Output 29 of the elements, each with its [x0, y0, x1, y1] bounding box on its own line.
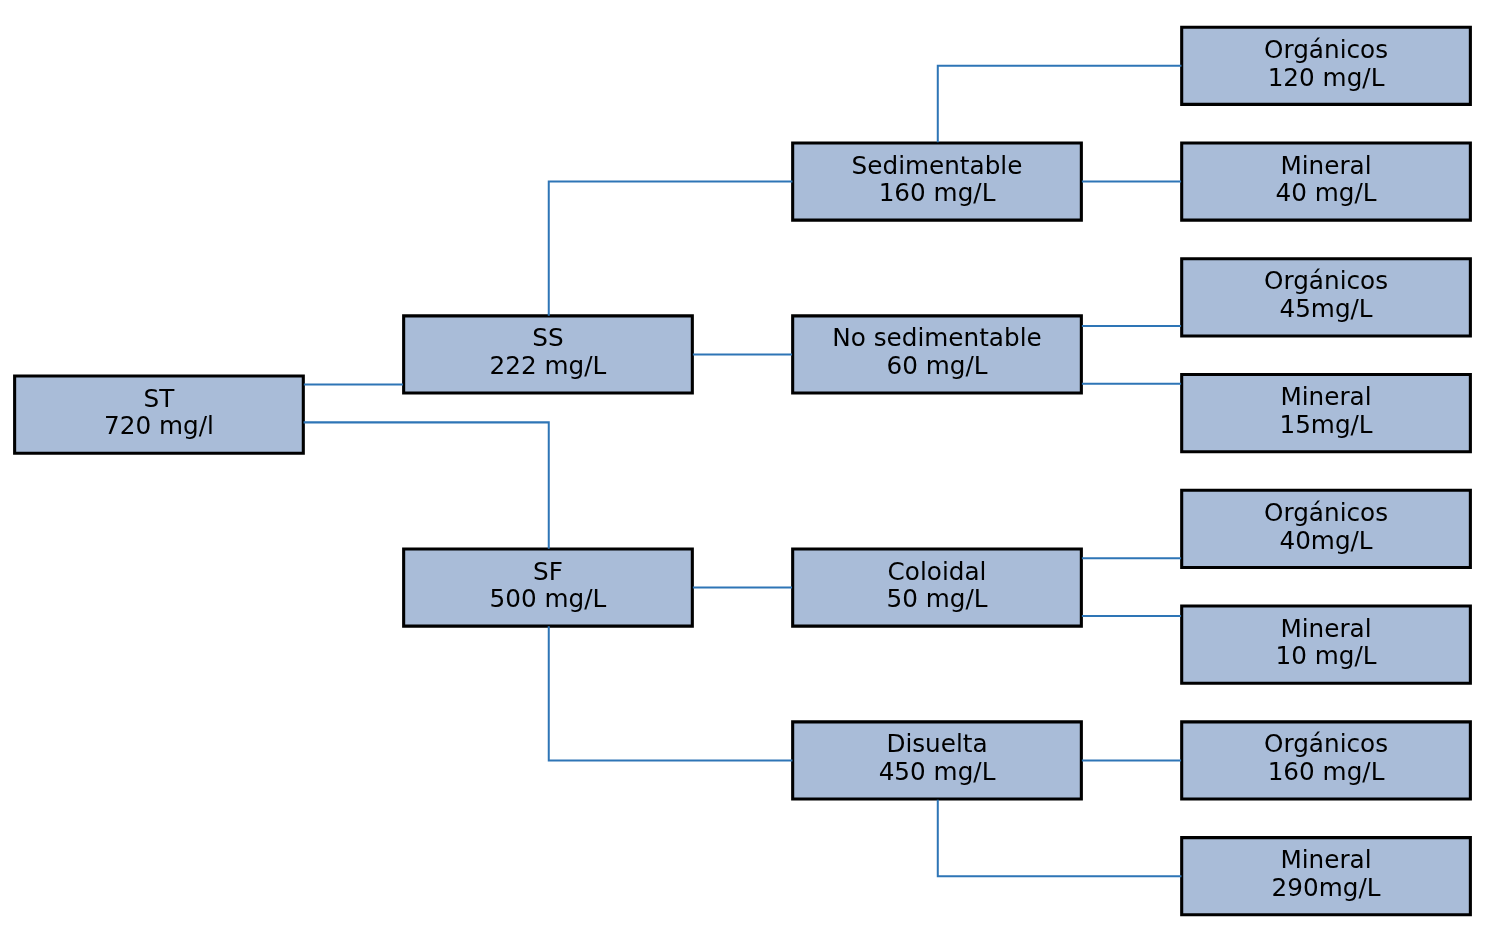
connector	[547, 180, 793, 316]
node-box: Orgánicos 45mg/L	[1180, 256, 1472, 337]
node-box: Orgánicos 120 mg/L	[1180, 25, 1472, 106]
connector	[1081, 758, 1182, 761]
connector	[692, 586, 793, 589]
node-box: SF 500 mg/L	[402, 546, 694, 628]
node-box: Coloidal 50 mg/L	[791, 546, 1083, 628]
node-box: Orgánicos 40mg/L	[1180, 488, 1472, 569]
node-box: Mineral 40 mg/L	[1180, 140, 1472, 222]
connector	[936, 799, 1182, 877]
node-box: ST 720 mg/l	[13, 374, 305, 455]
node-box: No sedimentable 60 mg/L	[791, 313, 1083, 395]
connector	[936, 64, 1182, 142]
connector	[1081, 382, 1182, 385]
connector	[303, 420, 550, 549]
node-box: Mineral 15mg/L	[1180, 372, 1472, 453]
connector	[1081, 614, 1182, 617]
node-box: Mineral 10 mg/L	[1180, 604, 1472, 685]
node-box: Disuelta 450 mg/L	[791, 719, 1083, 801]
connector	[692, 352, 793, 355]
connector	[1081, 180, 1182, 183]
connector	[1081, 556, 1182, 559]
node-box: Orgánicos 160 mg/L	[1180, 719, 1472, 801]
node-box: Mineral 290mg/L	[1180, 835, 1472, 916]
connector	[547, 625, 793, 761]
node-box: Sedimentable 160 mg/L	[791, 140, 1083, 222]
node-box: SS 222 mg/L	[402, 313, 694, 395]
connector	[1081, 324, 1182, 327]
connector	[303, 383, 403, 386]
